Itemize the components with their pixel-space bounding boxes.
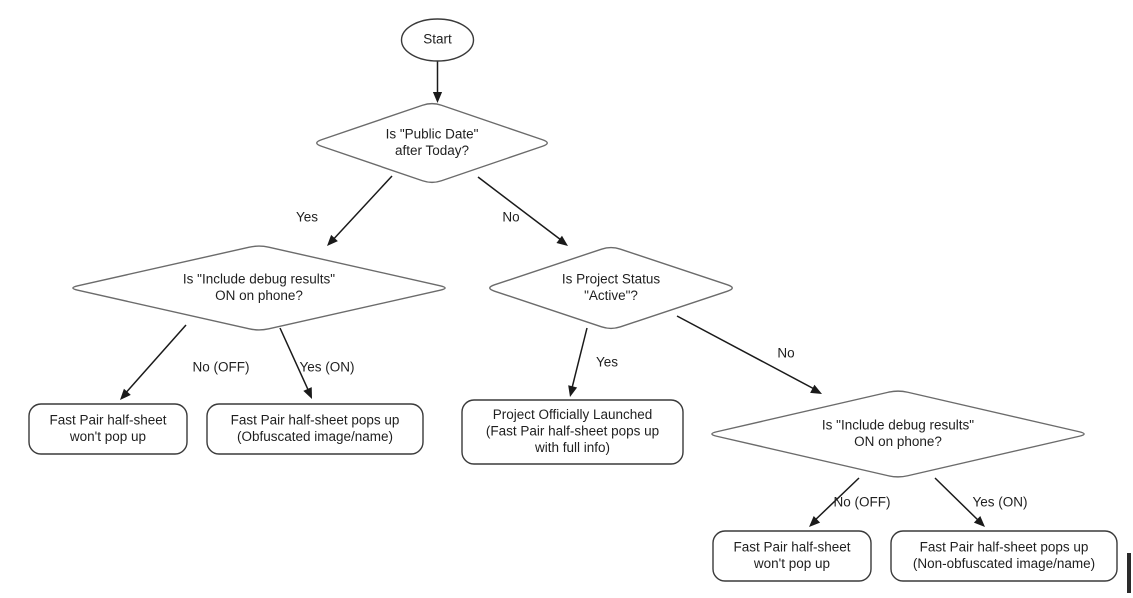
edge-artifact bbox=[1127, 553, 1131, 593]
edge-e_status_no-arrowhead-icon bbox=[810, 384, 822, 394]
node-t_left_on-shape bbox=[206, 403, 424, 455]
node-start-label: Start bbox=[423, 32, 452, 47]
node-d_public_date-shape bbox=[316, 102, 548, 184]
node-t_left_on-line-1: (Obfuscated image/name) bbox=[237, 429, 393, 444]
node-d_project_status-line-0: Is Project Status bbox=[562, 271, 661, 286]
edge-e_left_on-arrowhead-icon bbox=[303, 387, 312, 399]
node-t_launched-line-1: (Fast Pair half-sheet pops up bbox=[486, 424, 659, 439]
edge-e_date_no-arrowhead-icon bbox=[556, 235, 568, 246]
node-d_project_status-shape bbox=[489, 246, 733, 330]
edge-e_left_off-arrowhead-icon bbox=[120, 388, 131, 400]
node-t_right_off-shape bbox=[712, 530, 872, 582]
node-d_project_status-label: Is Project Status "Active"? bbox=[562, 271, 661, 303]
edge-e_status_yes-label: Yes bbox=[596, 355, 618, 370]
artifact-layer bbox=[1127, 553, 1131, 593]
edge-e_date_yes: Yes bbox=[296, 175, 393, 246]
edge-e_start_to_date-arrowhead-icon bbox=[432, 92, 443, 103]
edge-e_left_on-line bbox=[279, 327, 311, 395]
edge-e_left_on: Yes (ON) bbox=[279, 327, 355, 399]
node-d_debug_left[interactable]: Is "Include debug results" ON on phone? bbox=[72, 245, 446, 331]
node-d_debug_right-label: Is "Include debug results" ON on phone? bbox=[822, 417, 974, 449]
edge-e_right_off-arrowhead-icon bbox=[809, 516, 821, 527]
node-t_left_on-label: Fast Pair half-sheet pops up (Obfuscated … bbox=[231, 412, 400, 444]
node-start[interactable]: Start bbox=[400, 18, 475, 62]
node-d_project_status[interactable]: Is Project Status "Active"? bbox=[489, 246, 733, 330]
edge-e_status_yes: Yes bbox=[568, 327, 618, 397]
node-t_right_off[interactable]: Fast Pair half-sheet won't pop up bbox=[712, 530, 872, 582]
node-d_public_date-line-0: Is "Public Date" bbox=[386, 126, 479, 141]
edge-e_left_off-line bbox=[122, 324, 187, 397]
edge-e_status_no-line bbox=[676, 315, 819, 392]
node-t_launched-line-0: Project Officially Launched bbox=[493, 407, 653, 422]
node-d_public_date-label: Is "Public Date" after Today? bbox=[386, 126, 479, 158]
node-t_left_off-line-1: won't pop up bbox=[69, 429, 146, 444]
node-t_right_on-shape bbox=[890, 530, 1118, 582]
node-d_debug_right-line-0: Is "Include debug results" bbox=[822, 417, 974, 432]
node-d_public_date-line-1: after Today? bbox=[395, 143, 469, 158]
node-t_right_off-line-0: Fast Pair half-sheet bbox=[733, 539, 850, 554]
node-start-shape bbox=[400, 18, 475, 62]
node-d_project_status-line-1: "Active"? bbox=[584, 288, 638, 303]
edge-e_right_on-label: Yes (ON) bbox=[972, 495, 1027, 510]
node-t_launched-line-2: with full info) bbox=[534, 440, 610, 455]
node-t_launched[interactable]: Project Officially Launched (Fast Pair ha… bbox=[461, 399, 684, 465]
edge-e_right_off: No (OFF) bbox=[809, 477, 891, 527]
edge-e_left_on-label: Yes (ON) bbox=[299, 360, 354, 375]
edge-e_right_on-arrowhead-icon bbox=[973, 516, 985, 527]
edge-e_date_yes-line bbox=[329, 175, 393, 244]
node-t_left_off-shape bbox=[28, 403, 188, 455]
node-t_right_on-label: Fast Pair half-sheet pops up (Non-obfusca… bbox=[913, 539, 1095, 571]
edge-e_status_no: No bbox=[676, 315, 822, 394]
node-t_launched-label: Project Officially Launched (Fast Pair ha… bbox=[486, 407, 659, 455]
node-d_debug_right-line-1: ON on phone? bbox=[854, 434, 942, 449]
edge-e_right_off-line bbox=[811, 477, 860, 524]
edge-e_start_to_date bbox=[432, 61, 443, 103]
node-t_left_off-line-0: Fast Pair half-sheet bbox=[49, 412, 166, 427]
node-t_left_on-line-0: Fast Pair half-sheet pops up bbox=[231, 412, 400, 427]
node-start-line-0: Start bbox=[423, 32, 452, 47]
node-d_debug_left-line-0: Is "Include debug results" bbox=[183, 271, 335, 286]
node-t_left_on[interactable]: Fast Pair half-sheet pops up (Obfuscated … bbox=[206, 403, 424, 455]
edge-e_status_yes-line bbox=[570, 327, 588, 393]
edge-e_right_on-line bbox=[934, 477, 982, 524]
edge-e_left_off: No (OFF) bbox=[120, 324, 250, 400]
node-d_debug_left-line-1: ON on phone? bbox=[215, 288, 303, 303]
node-t_left_off-label: Fast Pair half-sheet won't pop up bbox=[49, 412, 166, 444]
node-t_right_on[interactable]: Fast Pair half-sheet pops up (Non-obfusca… bbox=[890, 530, 1118, 582]
edge-e_date_yes-label: Yes bbox=[296, 210, 318, 225]
node-t_left_off[interactable]: Fast Pair half-sheet won't pop up bbox=[28, 403, 188, 455]
edge-e_right_on: Yes (ON) bbox=[934, 477, 1028, 527]
node-t_right_on-line-1: (Non-obfuscated image/name) bbox=[913, 556, 1095, 571]
node-d_debug_right[interactable]: Is "Include debug results" ON on phone? bbox=[711, 390, 1085, 478]
node-d_debug_right-shape bbox=[711, 390, 1085, 478]
edge-e_date_yes-arrowhead-icon bbox=[327, 234, 338, 246]
node-t_right_off-label: Fast Pair half-sheet won't pop up bbox=[733, 539, 850, 571]
edge-e_date_no: No bbox=[477, 176, 568, 246]
node-d_public_date[interactable]: Is "Public Date" after Today? bbox=[316, 102, 548, 184]
edge-e_date_no-label: No bbox=[502, 210, 519, 225]
node-t_right_on-line-0: Fast Pair half-sheet pops up bbox=[920, 539, 1089, 554]
edge-e_right_off-label: No (OFF) bbox=[834, 495, 891, 510]
edge-e_status_no-label: No bbox=[777, 346, 794, 361]
node-t_right_off-line-1: won't pop up bbox=[753, 556, 830, 571]
edge-e_status_yes-arrowhead-icon bbox=[568, 385, 578, 397]
edge-e_left_off-label: No (OFF) bbox=[193, 360, 250, 375]
nodes-layer: Start Is "Public Date" after Today? Is "Inc… bbox=[28, 18, 1118, 582]
edge-e_date_no-line bbox=[477, 176, 566, 244]
node-d_debug_left-label: Is "Include debug results" ON on phone? bbox=[183, 271, 335, 303]
node-t_launched-shape bbox=[461, 399, 684, 465]
node-d_debug_left-shape bbox=[72, 245, 446, 331]
